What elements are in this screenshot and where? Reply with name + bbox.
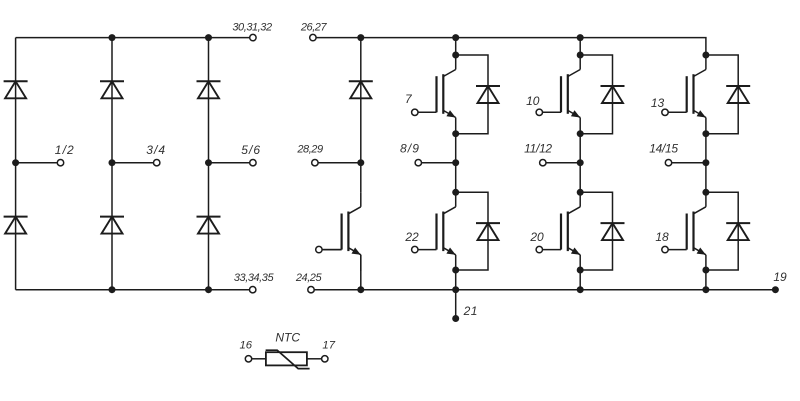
svg-text:11/12: 11/12 (524, 141, 552, 155)
svg-text:5/6: 5/6 (241, 143, 261, 157)
svg-text:13: 13 (651, 96, 665, 110)
svg-text:8/9: 8/9 (400, 141, 420, 155)
svg-text:24,25: 24,25 (295, 272, 323, 284)
svg-text:19: 19 (773, 270, 787, 284)
svg-text:14/15: 14/15 (649, 141, 678, 155)
svg-text:10: 10 (526, 94, 540, 108)
svg-text:1/2: 1/2 (55, 143, 75, 157)
svg-text:7: 7 (405, 92, 413, 106)
svg-text:3/4: 3/4 (146, 143, 166, 157)
svg-text:NTC: NTC (275, 330, 300, 344)
svg-text:22: 22 (404, 230, 419, 244)
svg-text:18: 18 (655, 230, 669, 244)
svg-text:20: 20 (529, 230, 544, 244)
svg-text:30,31,32: 30,31,32 (232, 21, 272, 33)
svg-text:26,27: 26,27 (300, 21, 328, 33)
svg-text:33,34,35: 33,34,35 (234, 272, 275, 284)
svg-text:17: 17 (322, 339, 335, 351)
svg-text:28,29: 28,29 (296, 143, 323, 155)
svg-text:21: 21 (463, 304, 478, 318)
svg-text:16: 16 (240, 339, 253, 351)
